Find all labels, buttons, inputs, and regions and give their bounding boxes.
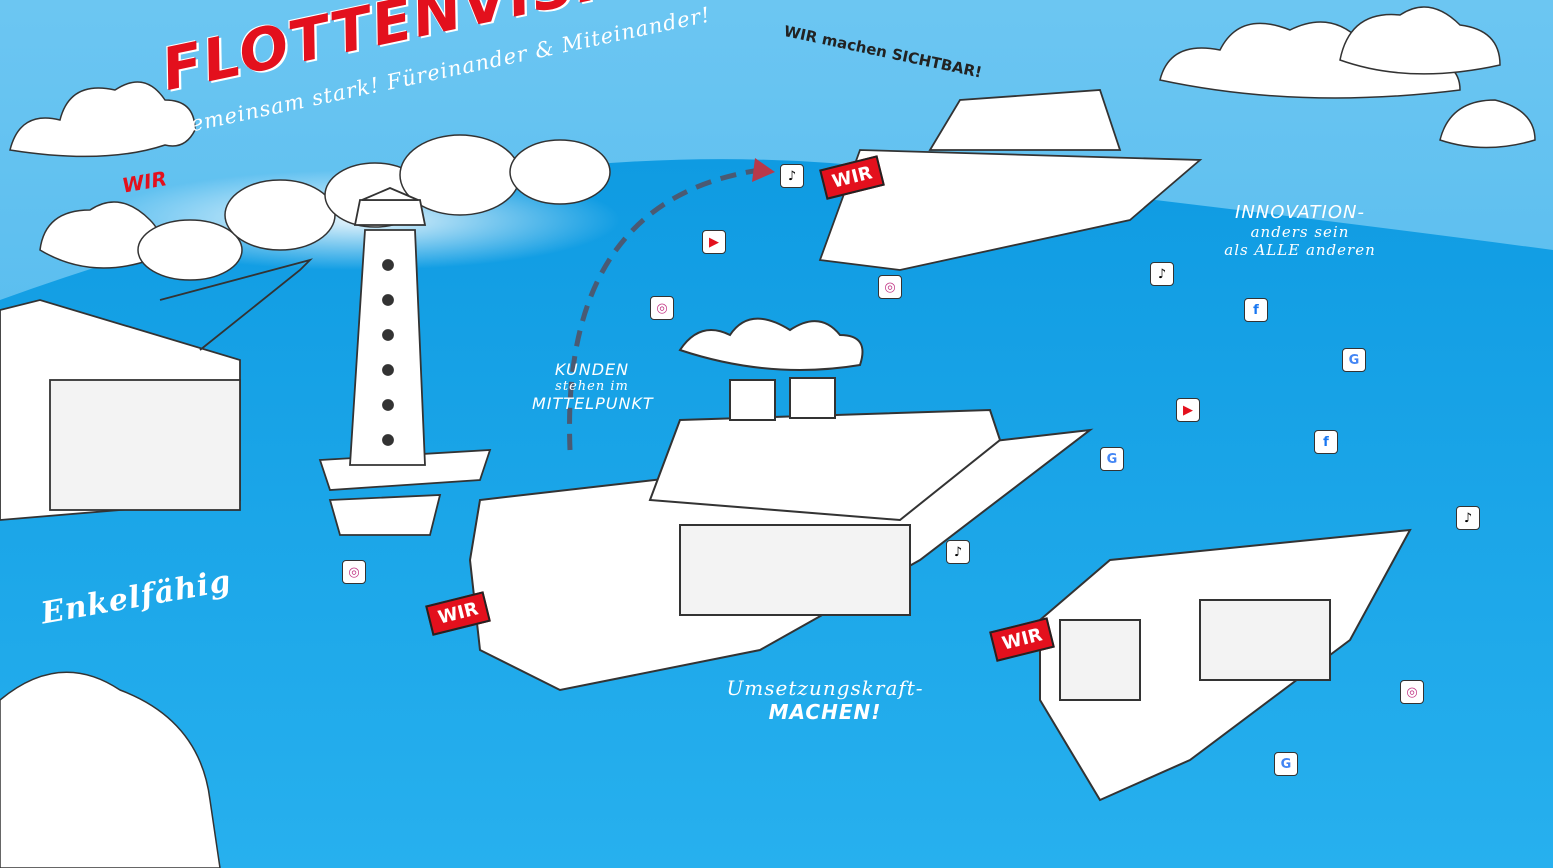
bubble-5 <box>509 139 611 205</box>
tiktok-icon: ♪ <box>946 540 970 564</box>
dashed-arrow <box>567 167 761 451</box>
umsetzung-line-1: Umsetzungskraft- <box>726 676 924 700</box>
umsetzung-label: Umsetzungskraft- MACHEN! <box>680 676 970 724</box>
innovation-line-3: als ALLE anderen <box>1224 241 1376 259</box>
cloud-top-left <box>9 81 196 158</box>
lighthouse-roof <box>361 187 419 201</box>
tiktok-icon: ♪ <box>1150 262 1174 286</box>
facebook-icon: f <box>1314 430 1338 454</box>
catamaran <box>1039 528 1412 802</box>
facebook-icon: f <box>1244 298 1268 322</box>
bubble-1 <box>137 219 243 281</box>
cloud-mid-left <box>39 201 161 269</box>
innovation-label: INNOVATION- anders sein als ALLE anderen <box>1200 202 1400 259</box>
lighthouse-tower <box>349 229 426 466</box>
youtube-icon: ▶ <box>1176 398 1200 422</box>
cloud-top-right-2 <box>1339 6 1501 75</box>
tiktok-icon: ♪ <box>780 164 804 188</box>
kunden-line-1: KUNDEN <box>554 360 630 379</box>
harbour <box>0 258 492 536</box>
top-yacht-cabin <box>928 89 1122 151</box>
top-yacht <box>818 89 1203 271</box>
youtube-icon: ▶ <box>702 230 726 254</box>
instagram-icon: ◎ <box>878 275 902 299</box>
innovation-line-1: INNOVATION- <box>1235 202 1365 223</box>
innovation-line-2: anders sein <box>1250 223 1350 241</box>
kunden-line-3: MITTELPUNKT <box>532 394 654 413</box>
cruise-ship-upper-deck <box>648 408 1002 522</box>
catamaran-cabin <box>1199 599 1331 681</box>
kunden-line-2: stehen im <box>555 379 629 394</box>
shore <box>0 671 221 868</box>
umsetzung-line-2: MACHEN! <box>768 700 882 724</box>
cloud-right <box>1439 99 1536 149</box>
warehouse-interior <box>49 379 241 511</box>
instagram-icon: ◎ <box>650 296 674 320</box>
lighthouse <box>349 187 427 466</box>
instagram-icon: ◎ <box>342 560 366 584</box>
google-icon: G <box>1100 447 1124 471</box>
catamaran-trucks <box>1059 619 1141 701</box>
google-icon: G <box>1274 752 1298 776</box>
kunden-label: KUNDEN stehen im MITTELPUNKT <box>532 360 654 413</box>
clouds <box>9 6 1536 269</box>
bubble-2 <box>224 179 336 251</box>
dock <box>328 494 442 536</box>
instagram-icon: ◎ <box>1400 680 1424 704</box>
arrow-head <box>752 158 775 182</box>
chimney-left <box>729 379 776 421</box>
tiktok-icon: ♪ <box>1456 506 1480 530</box>
crane <box>159 258 314 351</box>
chimney-right <box>789 377 836 419</box>
google-icon: G <box>1342 348 1366 372</box>
cruise-ship-windows <box>679 524 911 616</box>
cruise-ship <box>468 317 1094 692</box>
lighthouse-lamp <box>353 199 427 226</box>
smoke <box>678 317 864 371</box>
